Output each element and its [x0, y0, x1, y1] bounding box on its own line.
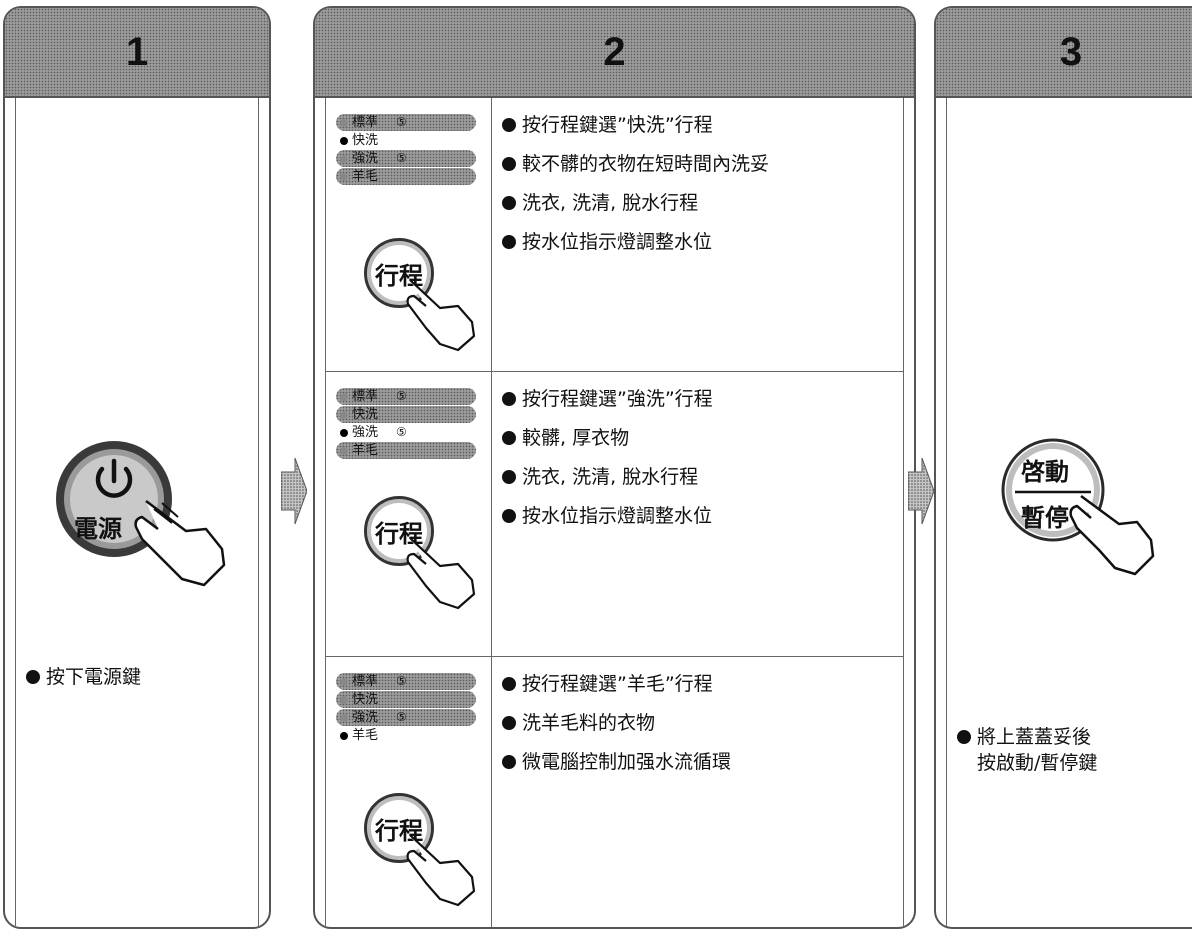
step-3-body: 啓動 暫停 將上蓋蓋妥後 按啟動/暫停鍵 [946, 98, 1192, 927]
bullet-item: 按水位指示燈調整水位 [502, 229, 893, 255]
mode-indicator-quick: 快洗 [336, 406, 476, 423]
mode-indicator-quick: 快洗 [336, 132, 476, 149]
bullet-item: 按行程鍵選”羊毛”行程 [502, 671, 893, 697]
step-number: 3 [1059, 29, 1083, 74]
bullet-icon [502, 196, 516, 210]
bullet-icon [502, 157, 516, 171]
step-1-caption: 按下電源鍵 [26, 664, 141, 690]
step-number: 2 [603, 29, 626, 74]
step-1-body: 電源 按下電源鍵 [15, 98, 259, 927]
bullet-item: 洗羊毛料的衣物 [502, 710, 893, 736]
bullet-icon [502, 677, 516, 691]
power-icon [95, 466, 133, 498]
bullet-icon [502, 470, 516, 484]
bullet-icon [502, 392, 516, 406]
bullet-item: 微電腦控制加强水流循環 [502, 749, 893, 775]
power-button-label: 電源 [74, 515, 122, 543]
step-number: 1 [125, 29, 149, 74]
step-1-header: 1 [5, 8, 269, 98]
bullet-item: 較髒, 厚衣物 [502, 425, 893, 451]
power-button[interactable]: 電源 [54, 439, 226, 587]
mode-indicator-quick: 快洗 [336, 691, 476, 708]
step-2-header: 2 [315, 8, 914, 98]
hand-pointer-icon [406, 537, 476, 610]
bullet-icon [502, 716, 516, 730]
bullet-item: 較不髒的衣物在短時間內洗妥 [502, 151, 893, 177]
start-pause-button[interactable]: 啓動 暫停 [1001, 438, 1155, 576]
power-button-illustration [56, 441, 226, 587]
step-1-panel: 1 電源 按下電源鍵 [3, 6, 271, 929]
bullet-icon [502, 118, 516, 132]
arrow-right-icon [908, 456, 934, 526]
hand-pointer-icon [406, 279, 476, 352]
mode-indicator-wool: 羊毛 [336, 168, 476, 185]
bullet-item: 洗衣, 洗清, 脫水行程 [502, 464, 893, 490]
step-3-header: 3 [936, 8, 1192, 98]
bullet-icon [502, 509, 516, 523]
start-button-label: 啓動 [1021, 458, 1069, 486]
start-pause-button-illustration [1001, 438, 1155, 576]
bullet-icon [26, 670, 40, 684]
bullet-icon [957, 730, 971, 744]
bullet-icon [502, 755, 516, 769]
mode-indicator-wool: 羊毛 [336, 727, 476, 744]
bullet-item: 洗衣, 洗清, 脫水行程 [502, 190, 893, 216]
step-3-panel: 3 啓動 暫停 將上蓋蓋妥後 按啟動/暫停鍵 [934, 6, 1192, 929]
mode-indicator-wool: 羊毛 [336, 442, 476, 459]
bullet-item: 按水位指示燈調整水位 [502, 503, 893, 529]
bullet-item: 按行程鍵選”強洗”行程 [502, 386, 893, 412]
hand-pointer-icon [406, 834, 476, 907]
bullet-icon [502, 235, 516, 249]
pause-button-label: 暫停 [1021, 504, 1069, 532]
bullet-item: 按行程鍵選”快洗”行程 [502, 112, 893, 138]
arrow-right-icon [281, 456, 307, 526]
bullet-icon [502, 431, 516, 445]
step-3-caption: 將上蓋蓋妥後 按啟動/暫停鍵 [957, 724, 1097, 776]
